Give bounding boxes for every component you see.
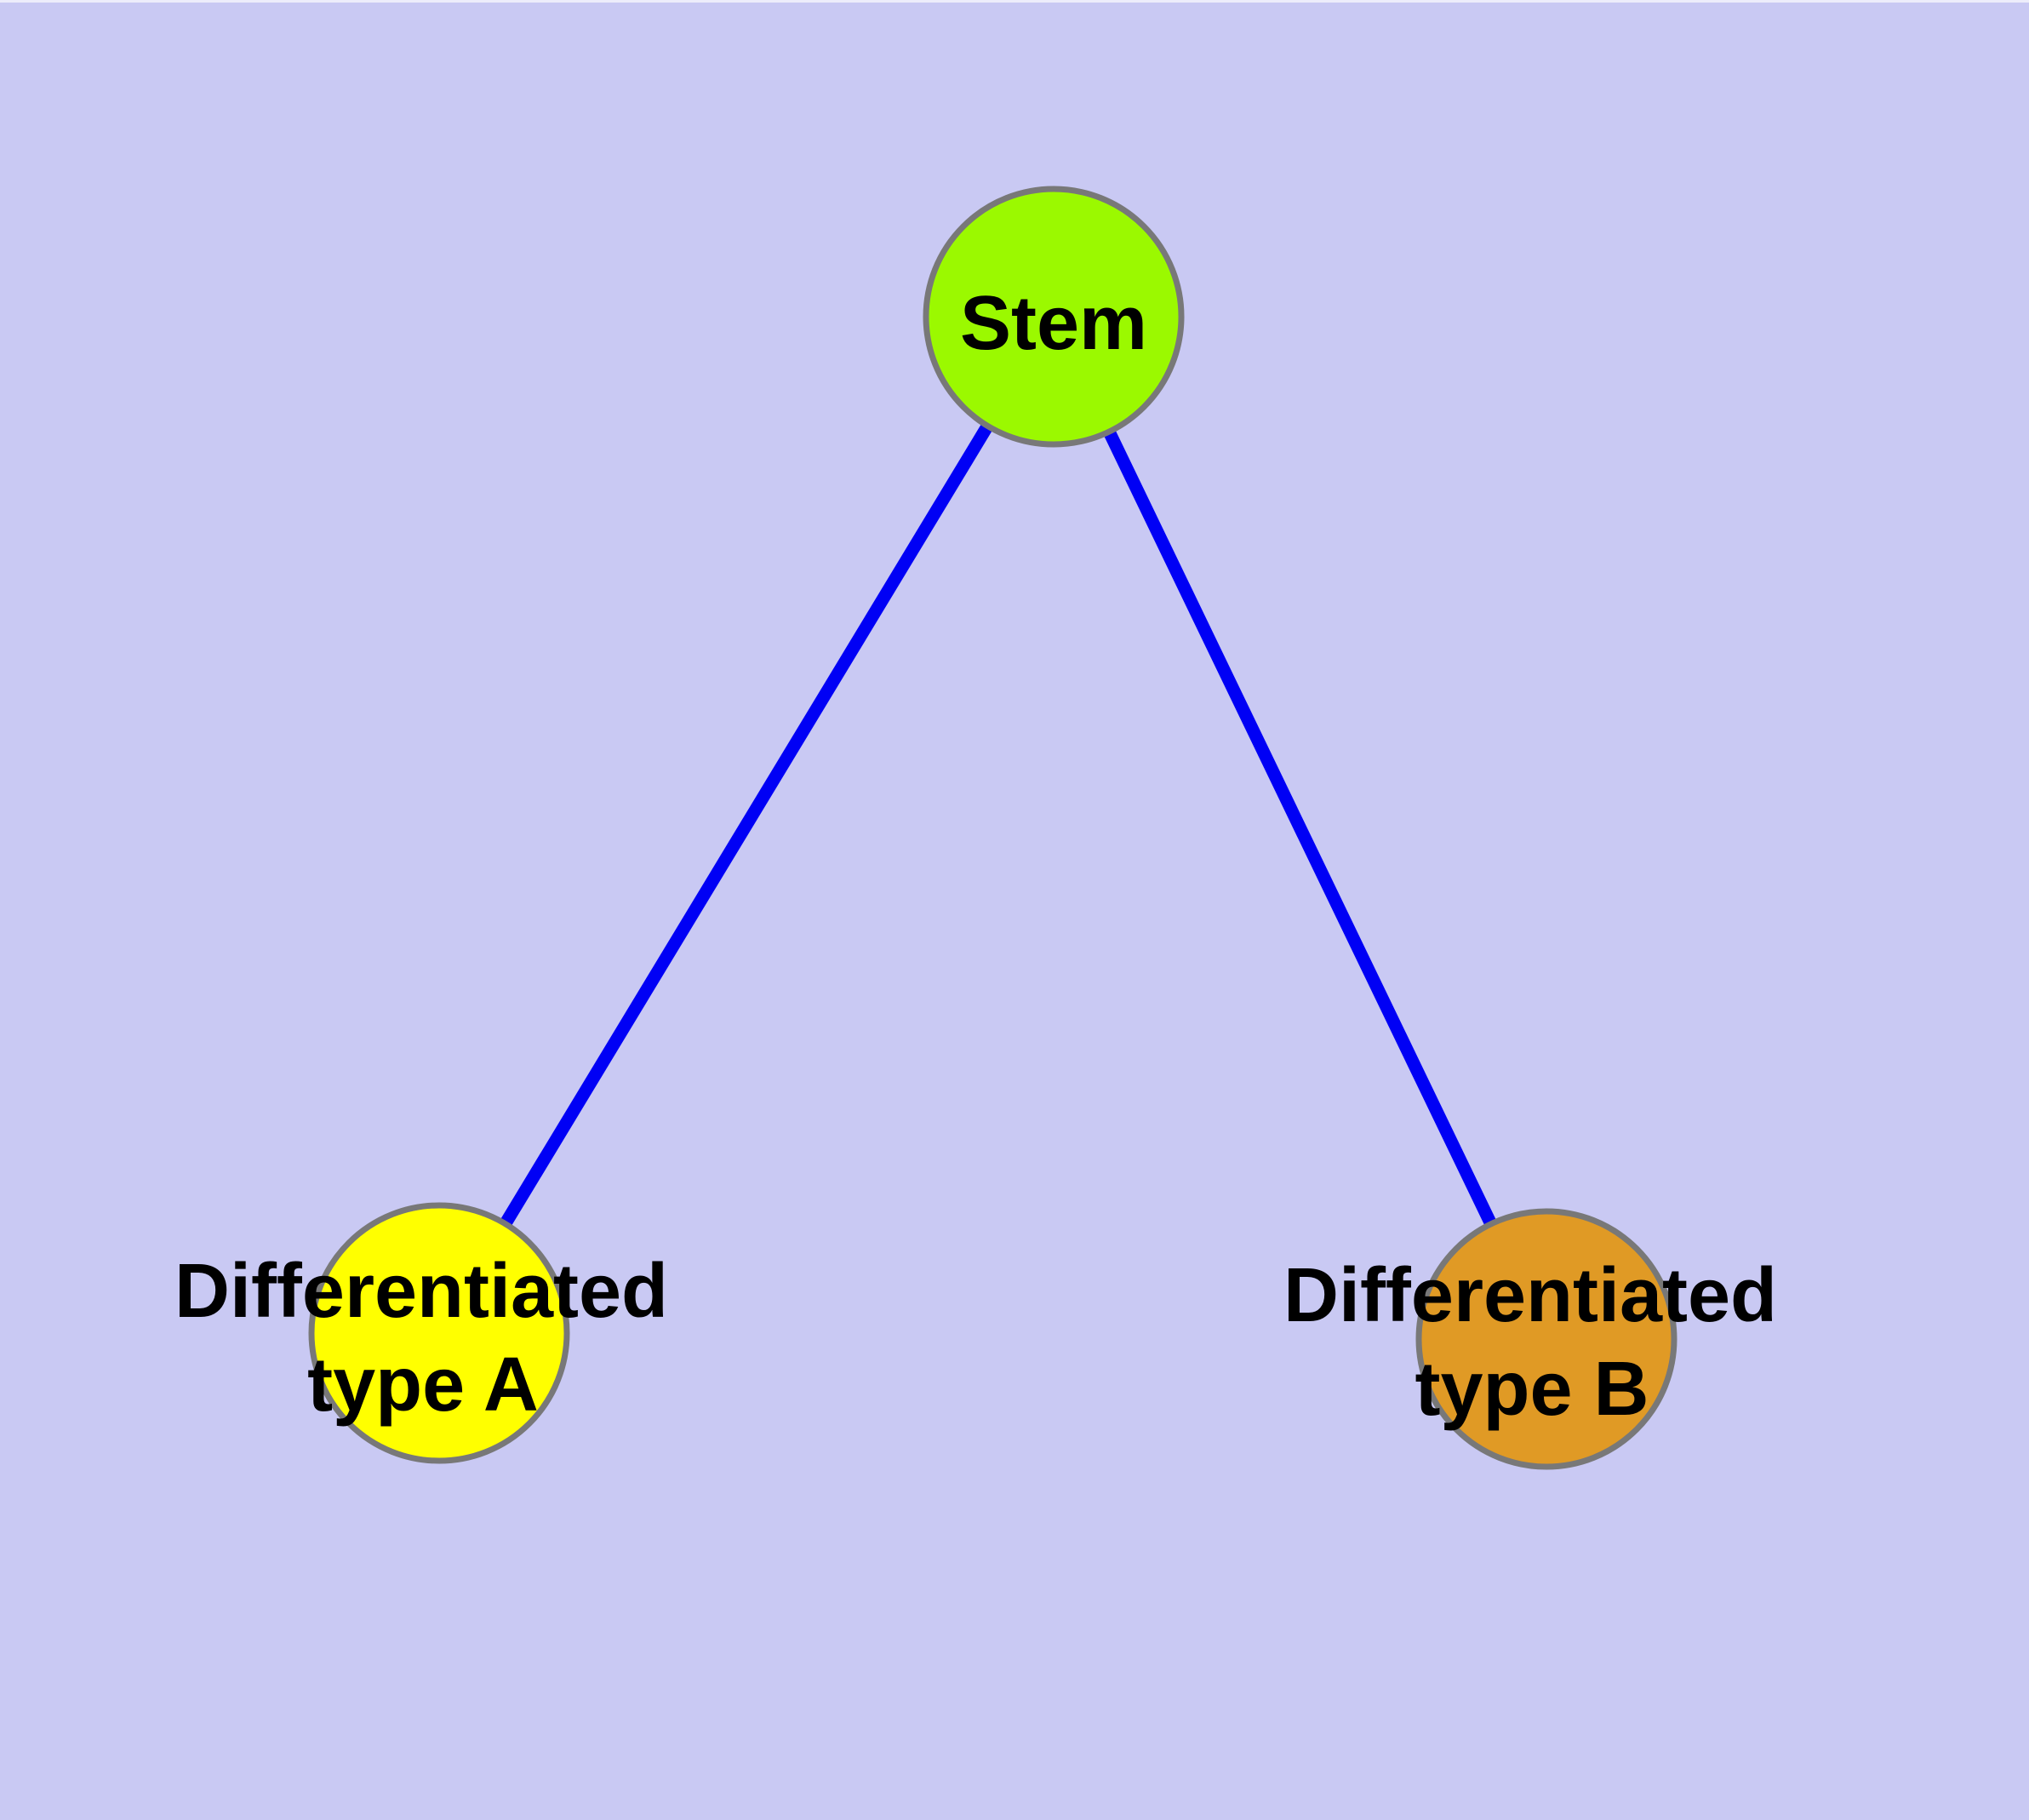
label-type-a-line2: type A (307, 1342, 539, 1428)
edge-stem-to-type-a (433, 313, 1060, 1336)
label-type-a-line1: Differentiated (174, 1249, 668, 1334)
label-type-b-line1: Differentiated (1283, 1253, 1777, 1338)
edge-stem-to-type-b (1048, 313, 1552, 1342)
node-stem (923, 186, 1185, 448)
node-differentiated-type-b (1415, 1208, 1677, 1470)
label-stem: Stem (960, 281, 1147, 366)
node-differentiated-type-a (308, 1202, 570, 1464)
label-type-b-line2: type B (1415, 1347, 1649, 1432)
top-edge-highlight (0, 0, 2029, 3)
